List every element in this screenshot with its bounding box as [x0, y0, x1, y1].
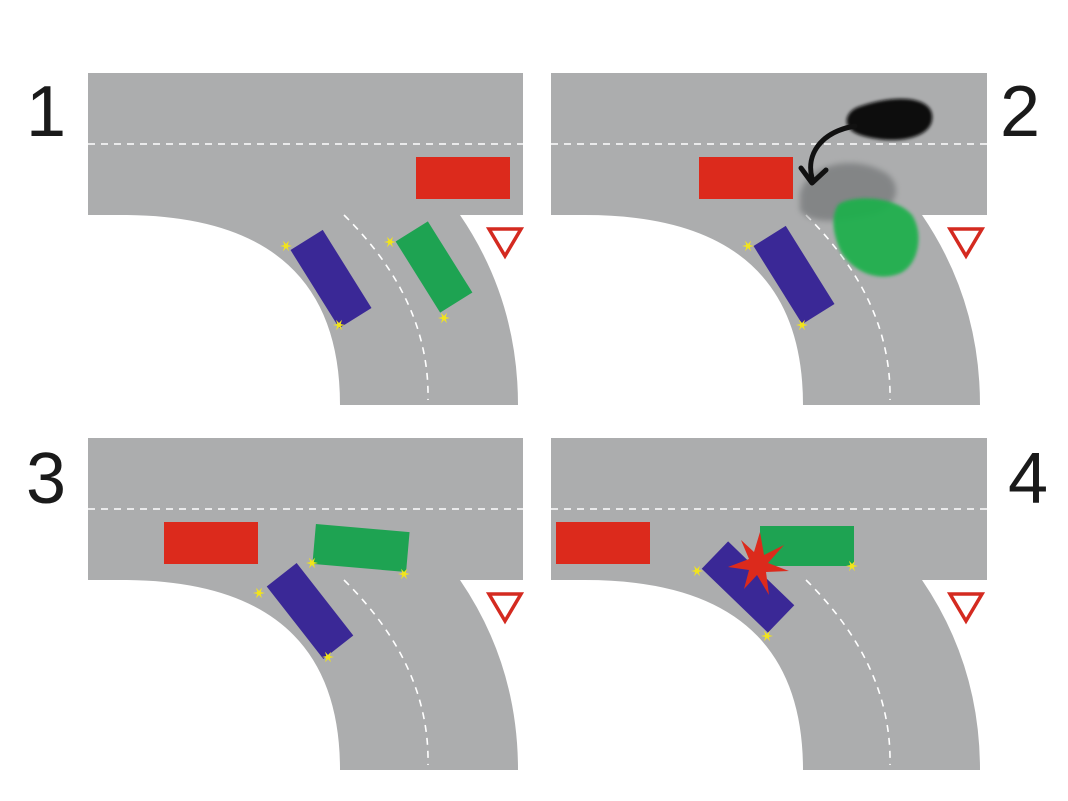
blue-car: [701, 541, 795, 633]
red-car: [556, 522, 650, 564]
turn-indicator: [742, 240, 754, 252]
lane-marking-curve: [343, 214, 429, 401]
red-car: [164, 522, 258, 564]
indicator-spark-icon: [306, 557, 318, 569]
panel-1: 1: [26, 72, 525, 405]
yield-triangle-icon: [946, 592, 986, 625]
blue-car: [753, 225, 835, 325]
red-car: [416, 157, 510, 199]
lane-marking-curve: [343, 579, 429, 766]
lane-marking-curve: [805, 214, 891, 401]
turn-indicator: [322, 651, 334, 663]
panel-number: 2: [1000, 72, 1040, 152]
indicator-spark-icon: [438, 312, 450, 324]
green-car: [760, 526, 854, 566]
panel-4: 4: [551, 438, 1048, 770]
indicator-spark-icon: [691, 565, 703, 577]
indicator-spark-icon: [253, 587, 265, 599]
panel-number: 4: [1008, 439, 1048, 519]
yield-triangle-icon: [485, 227, 525, 260]
panel-number: 1: [26, 72, 66, 152]
turn-indicator: [438, 312, 450, 324]
turn-indicator: [306, 557, 318, 569]
indicator-spark-icon: [384, 236, 396, 248]
blue-car: [290, 229, 372, 329]
indicator-spark-icon: [742, 240, 754, 252]
indicator-spark-icon: [796, 319, 808, 331]
road: [88, 73, 523, 405]
panel-number: 3: [26, 439, 66, 519]
yield-triangle-icon: [946, 227, 986, 260]
curved-arrow-icon: [798, 98, 933, 186]
panel-3: 3: [26, 438, 525, 770]
turn-indicator: [333, 319, 345, 331]
turn-indicator: [761, 630, 773, 642]
motion-blur-trail: [800, 163, 919, 277]
panel-2: 2: [551, 72, 1040, 405]
blue-car: [266, 563, 354, 659]
green-car: [312, 523, 410, 573]
collision-star-icon: [728, 532, 789, 595]
turn-indicator: [384, 236, 396, 248]
indicator-spark-icon: [322, 651, 334, 663]
turn-indicator: [253, 587, 265, 599]
indicator-spark-icon: [333, 319, 345, 331]
turn-indicator: [691, 565, 703, 577]
turn-indicator: [796, 319, 808, 331]
indicator-spark-icon: [280, 240, 292, 252]
turn-indicator: [398, 568, 410, 580]
green-car: [395, 221, 473, 313]
indicator-spark-icon: [398, 568, 410, 580]
indicator-spark-icon: [846, 560, 858, 572]
turn-indicator: [846, 560, 858, 572]
red-car: [699, 157, 793, 199]
turn-indicator: [280, 240, 292, 252]
yield-triangle-icon: [485, 592, 525, 625]
lane-marking-curve: [805, 579, 891, 766]
indicator-spark-icon: [761, 630, 773, 642]
